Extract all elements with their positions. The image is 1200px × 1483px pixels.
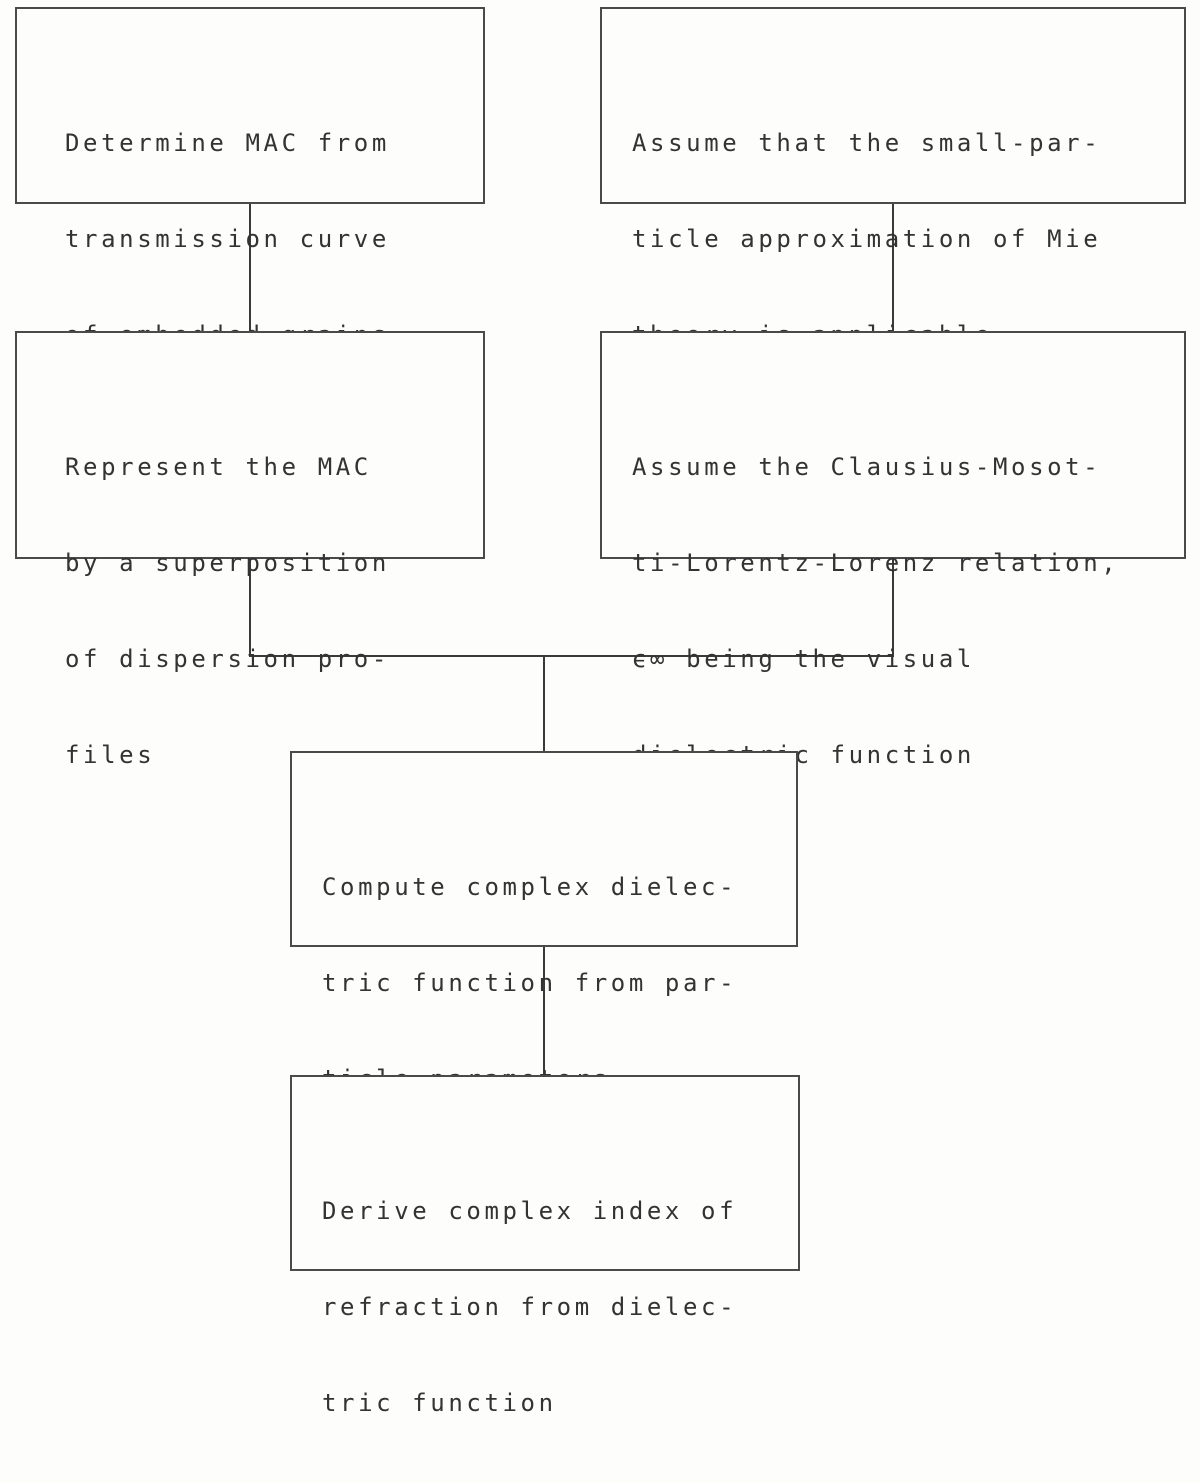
box-assume-clausius-text: Assume the Clausius-Mosot- ti-Lorentz-Lo… [632,387,1174,835]
box-compute-dielectric: Compute complex dielec- tric function fr… [290,751,798,1093]
box-determine-mac: Determine MAC from transmission curve of… [15,7,485,349]
box-assume-small-particle-text: Assume that the small-par- ticle approxi… [632,63,1174,415]
box-represent-mac-text: Represent the MAC by a superposition of … [65,387,473,835]
box-text-line: Assume that the small-par- [632,129,1102,157]
box-text-line: files [65,741,156,769]
box-text-line: Derive complex index of [322,1197,738,1225]
box-text-line: of dispersion pro- [65,645,390,673]
box-assume-small-particle: Assume that the small-par- ticle approxi… [600,7,1186,349]
box-text-line: Represent the MAC [65,453,372,481]
box-text-line: tric function from par- [322,969,738,997]
box-text-line: Compute complex dielec- [322,873,738,901]
box-text-line: Assume the Clausius-Mosot- [632,453,1102,481]
box-text-line: Determine MAC from [65,129,390,157]
box-derive-index: Derive complex index of refraction from … [290,1075,800,1417]
box-text-line: transmission curve [65,225,390,253]
box-assume-clausius: Assume the Clausius-Mosot- ti-Lorentz-Lo… [600,331,1186,769]
box-text-line: tric function [322,1389,557,1417]
box-text-line: ti-Lorentz-Lorenz relation, [632,549,1120,577]
box-text-line: refraction from dielec- [322,1293,738,1321]
box-text-line: ticle approximation of Mie [632,225,1102,253]
connector-lines [249,203,894,1076]
box-text-line: by a superposition [65,549,390,577]
box-derive-index-text: Derive complex index of refraction from … [322,1131,788,1483]
box-represent-mac: Represent the MAC by a superposition of … [15,331,485,769]
box-text-line: ϵ∞ being the visual [632,645,975,673]
